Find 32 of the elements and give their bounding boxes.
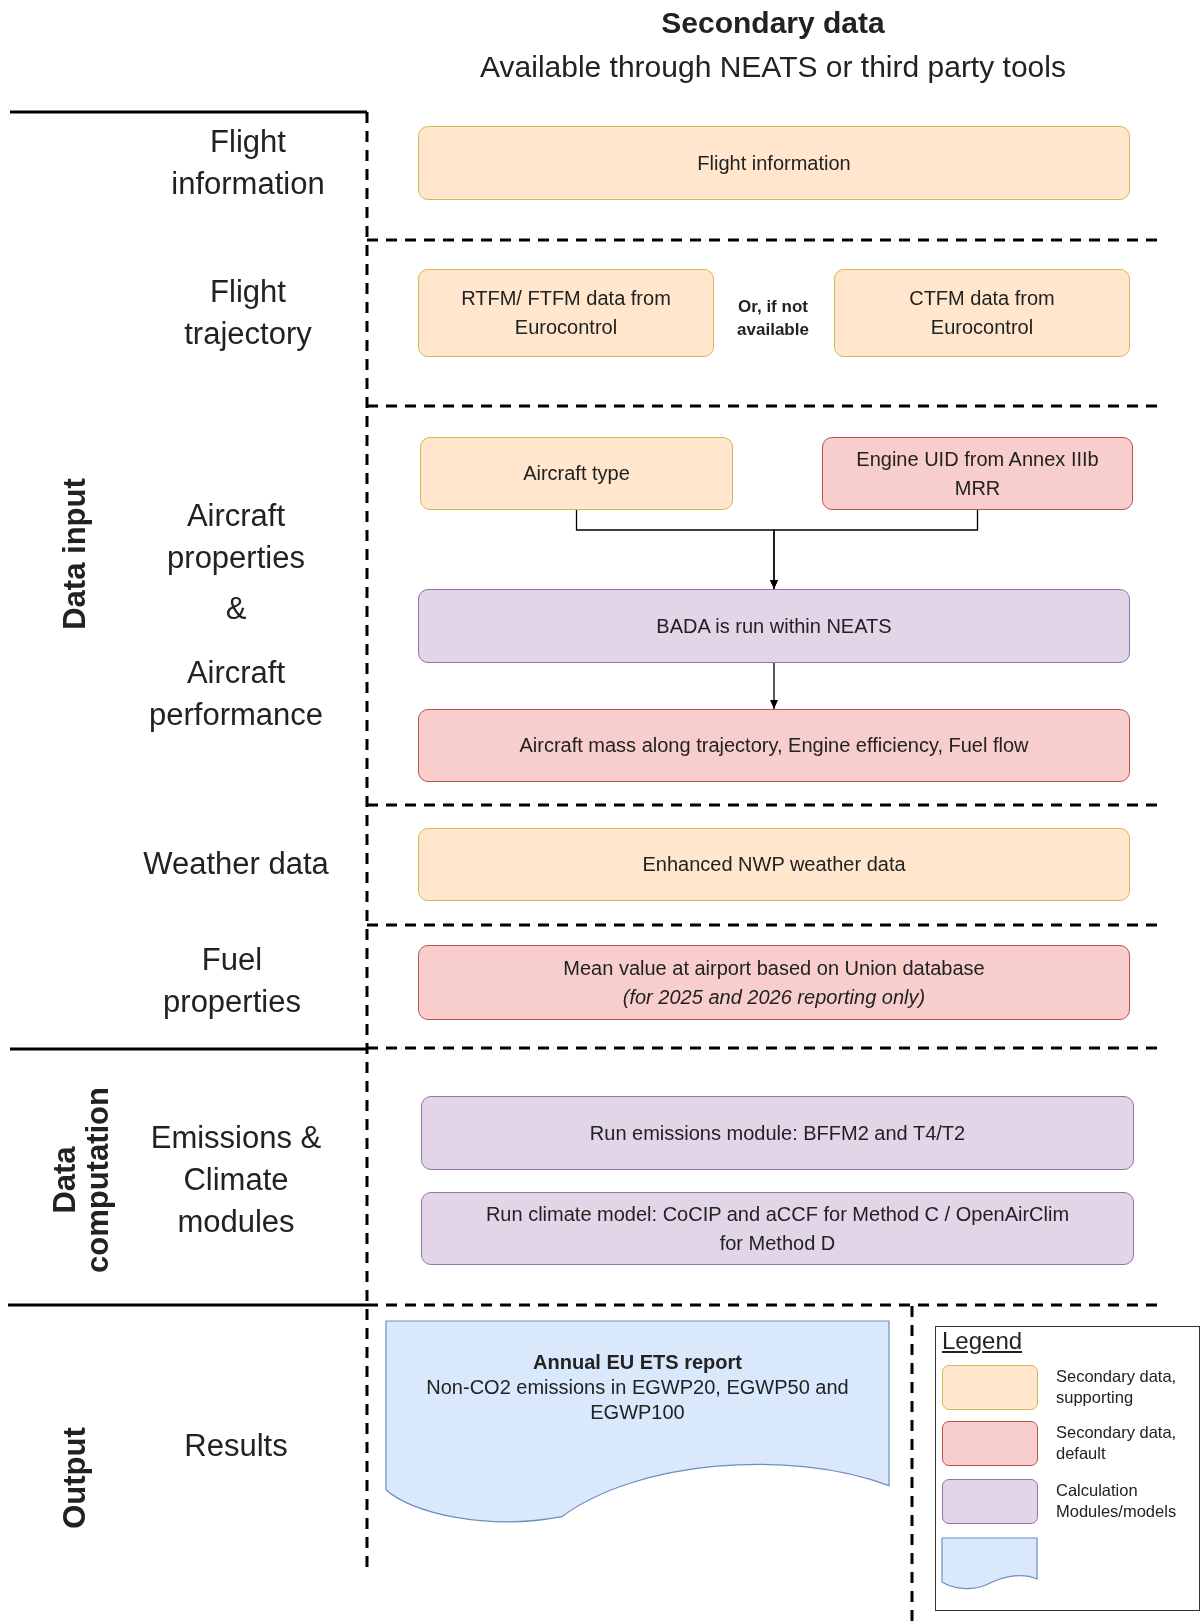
legend-text: Secondary data, supporting — [1056, 1366, 1178, 1409]
section-label: & — [224, 590, 248, 629]
section-label: Emissions & Climate modules — [149, 1119, 323, 1241]
section-heading: Output — [58, 1426, 92, 1531]
model-box: Run emissions module: BFFM2 and T4/T2 — [421, 1096, 1134, 1170]
model-box: Run climate model: CoCIP and aCCF for Method C / OpenAirClim for Method D — [421, 1192, 1134, 1265]
section-label: Aircraft performance — [148, 654, 324, 734]
data-box: RTFM/ FTFM data from Eurocontrol — [418, 269, 714, 357]
arrow — [770, 509, 979, 590]
section-label: Flight trajectory — [183, 273, 313, 353]
section-label: Fuel properties — [162, 941, 302, 1021]
section-label: Flight information — [170, 123, 326, 203]
section-heading: Data input — [58, 477, 92, 632]
section-label: Aircraft properties — [166, 497, 306, 577]
legend-text: Calculation Modules/models — [1056, 1480, 1178, 1523]
arrow — [770, 662, 778, 710]
data-box: Mean value at airport based on Union database (for 2025 and 2026 reporting only) — [418, 945, 1130, 1020]
data-box: Aircraft type — [420, 437, 733, 510]
data-box: Aircraft mass along trajectory, Engine efficiency, Fuel flow — [418, 709, 1130, 782]
section-label: Weather data — [142, 845, 330, 884]
title: Secondary data — [661, 6, 885, 40]
data-box: Flight information — [418, 126, 1130, 200]
subtitle: Available through NEATS or third party tools — [479, 48, 1067, 85]
legend-title: Legend — [942, 1327, 1023, 1355]
model-box: BADA is run within NEATS — [418, 589, 1130, 663]
data-box: CTFM data from Eurocontrol — [834, 269, 1130, 357]
section-heading: Data computation — [49, 1086, 115, 1275]
data-box: Enhanced NWP weather data — [418, 828, 1130, 901]
section-label: Results — [183, 1427, 289, 1466]
connector-text: Or, if not available — [736, 296, 810, 341]
data-box: Engine UID from Annex IIIb MRR — [822, 437, 1133, 510]
legend-text: Secondary data, default — [1056, 1422, 1178, 1465]
